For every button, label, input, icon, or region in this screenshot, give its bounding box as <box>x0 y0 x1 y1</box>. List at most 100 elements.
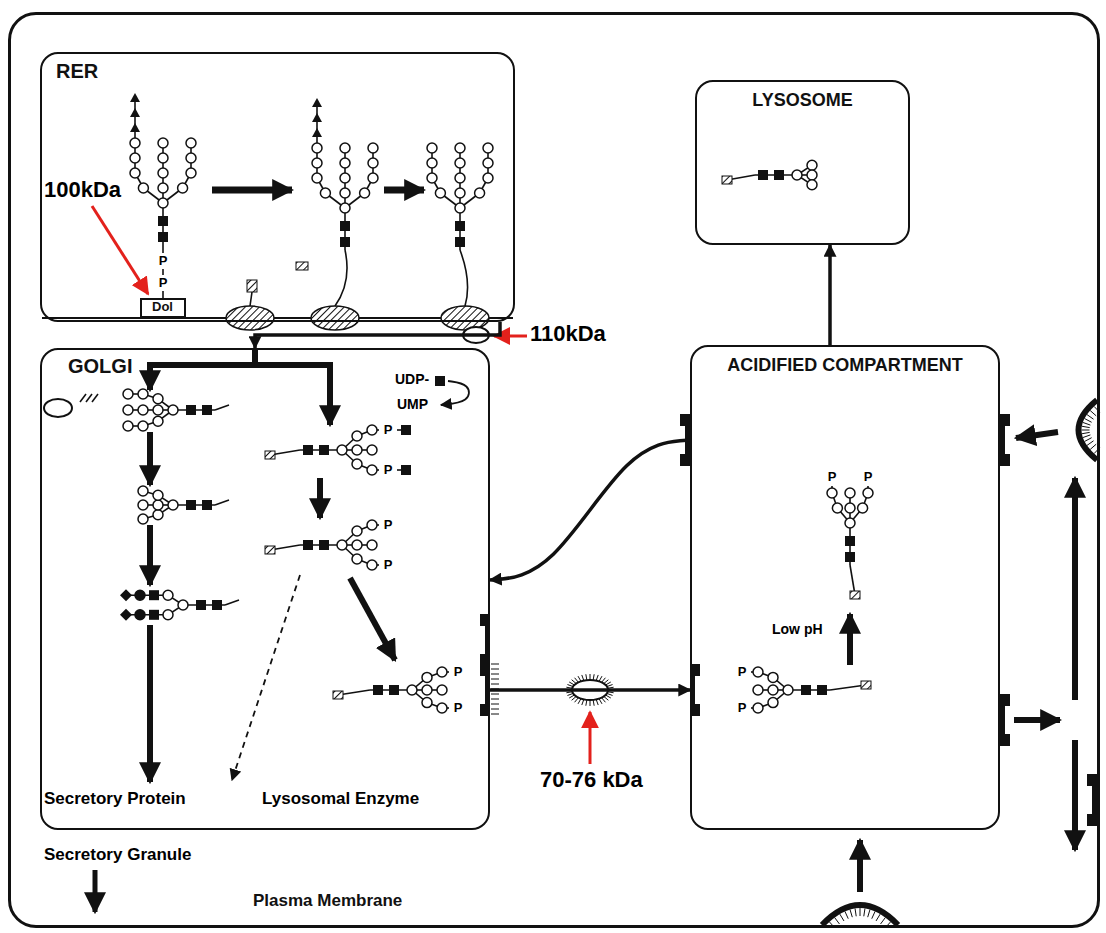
udp-glcnac-square <box>435 376 445 386</box>
glycan <box>120 589 239 621</box>
phosphate-label: P <box>828 470 837 484</box>
peptide-chain <box>215 500 229 505</box>
mannose-circle <box>427 158 437 168</box>
bond <box>126 614 168 616</box>
mannose-circle <box>163 590 173 600</box>
mannose-circle <box>130 153 140 163</box>
mannose-circle <box>427 173 437 183</box>
nascent-peptide <box>250 292 252 306</box>
phosphate-label: P <box>864 470 873 484</box>
sialic-diamond <box>120 589 132 601</box>
compartment-title: RER <box>56 60 98 83</box>
clathrin-spike <box>1090 444 1096 449</box>
glycan-bonds <box>270 430 401 470</box>
mannose-circle <box>135 590 145 600</box>
signal-tag <box>247 280 257 292</box>
clathrin-spike <box>1085 438 1092 442</box>
mannose-circle <box>158 183 168 193</box>
glcnac-square <box>340 221 350 231</box>
membrane-label: Plasma Membrane <box>253 891 402 911</box>
mannose-circle <box>368 143 378 153</box>
glcnac-square <box>801 685 811 695</box>
glycan-bonds <box>317 103 373 250</box>
signal-tag <box>333 691 343 699</box>
endocytosis-arrow <box>1016 432 1058 438</box>
mannose-circle <box>368 173 378 183</box>
process-arrow <box>147 625 153 782</box>
glcnac-square <box>158 216 168 226</box>
peptide-chain <box>215 405 229 410</box>
glcnac-square <box>158 232 168 242</box>
nucleotide-label: UMP <box>397 397 428 412</box>
recycling-arrow <box>1014 717 1060 723</box>
mannose-circle <box>163 610 173 620</box>
glcnac-square <box>845 536 855 546</box>
mannose-circle <box>768 698 778 708</box>
glcnac-square <box>319 445 329 455</box>
endocytosis-arrow <box>857 840 863 892</box>
process-arrow <box>147 525 153 585</box>
glycan <box>130 93 196 245</box>
bond <box>134 98 136 143</box>
clathrin-spike <box>1083 422 1091 425</box>
phosphate-label: P <box>738 665 747 679</box>
clathrin-spike <box>491 709 499 710</box>
mannose-circle <box>437 667 447 677</box>
peptide-chain <box>225 600 239 605</box>
clathrin-spike <box>491 679 499 680</box>
clathrin-spike <box>491 714 499 715</box>
mannose-circle <box>352 540 362 550</box>
process-arrow <box>384 187 424 194</box>
mpr-receptor <box>1087 774 1097 826</box>
nascent-peptide <box>335 250 347 306</box>
glcnac-square <box>212 600 222 610</box>
compartment-box: LYSOSOME <box>695 80 910 245</box>
mannose-circle <box>158 198 168 208</box>
recycling-arrow <box>1072 478 1078 700</box>
compartment-box: GOLGI <box>40 348 490 830</box>
glycan <box>333 667 449 713</box>
glycan <box>123 389 229 431</box>
mannose-circle <box>832 503 842 513</box>
transport-arrow <box>490 688 690 692</box>
mannose-circle <box>455 173 465 183</box>
glcnac-square <box>401 425 411 435</box>
mannose-circle <box>138 183 148 193</box>
mannose-circle <box>768 672 778 682</box>
glycan-bonds <box>270 525 379 565</box>
mannose-circle <box>845 503 855 513</box>
minor-route-arrow <box>232 575 300 780</box>
mannose-circle <box>320 188 330 198</box>
mannose-circle <box>135 610 145 620</box>
mannose-circle <box>367 520 377 530</box>
pathway-label: Lysosomal Enzyme <box>262 790 419 809</box>
clathrin-spike <box>1087 441 1094 446</box>
mannose-circle <box>312 158 322 168</box>
mannose-circle <box>158 153 168 163</box>
mannose-circle <box>753 667 763 677</box>
secretory-vesicle <box>44 399 72 417</box>
mannose-circle <box>153 490 163 500</box>
glcnac-square <box>389 685 399 695</box>
phosphate-label: P <box>159 254 168 268</box>
glucose-triangle <box>130 123 140 132</box>
glucose-triangle <box>130 93 140 102</box>
mannose-circle <box>123 421 133 431</box>
ribosome <box>226 306 274 330</box>
mannose-circle <box>753 703 763 713</box>
mannose-circle <box>435 188 445 198</box>
clathrin-spike <box>491 704 499 705</box>
phosphate-label: P <box>384 463 393 477</box>
mannose-circle <box>455 143 465 153</box>
glycan-sugars <box>312 98 378 247</box>
mannose-circle <box>130 138 140 148</box>
mannose-circle <box>863 488 873 498</box>
pathway-label: Secretory Protein <box>44 790 186 809</box>
coated-pit <box>1079 400 1098 460</box>
mannose-circle <box>845 488 855 498</box>
clathrin-spike <box>845 911 848 918</box>
clathrin-spike <box>876 914 880 921</box>
mannose-circle <box>158 168 168 178</box>
mannose-circle <box>360 188 370 198</box>
glcnac-square <box>340 237 350 247</box>
